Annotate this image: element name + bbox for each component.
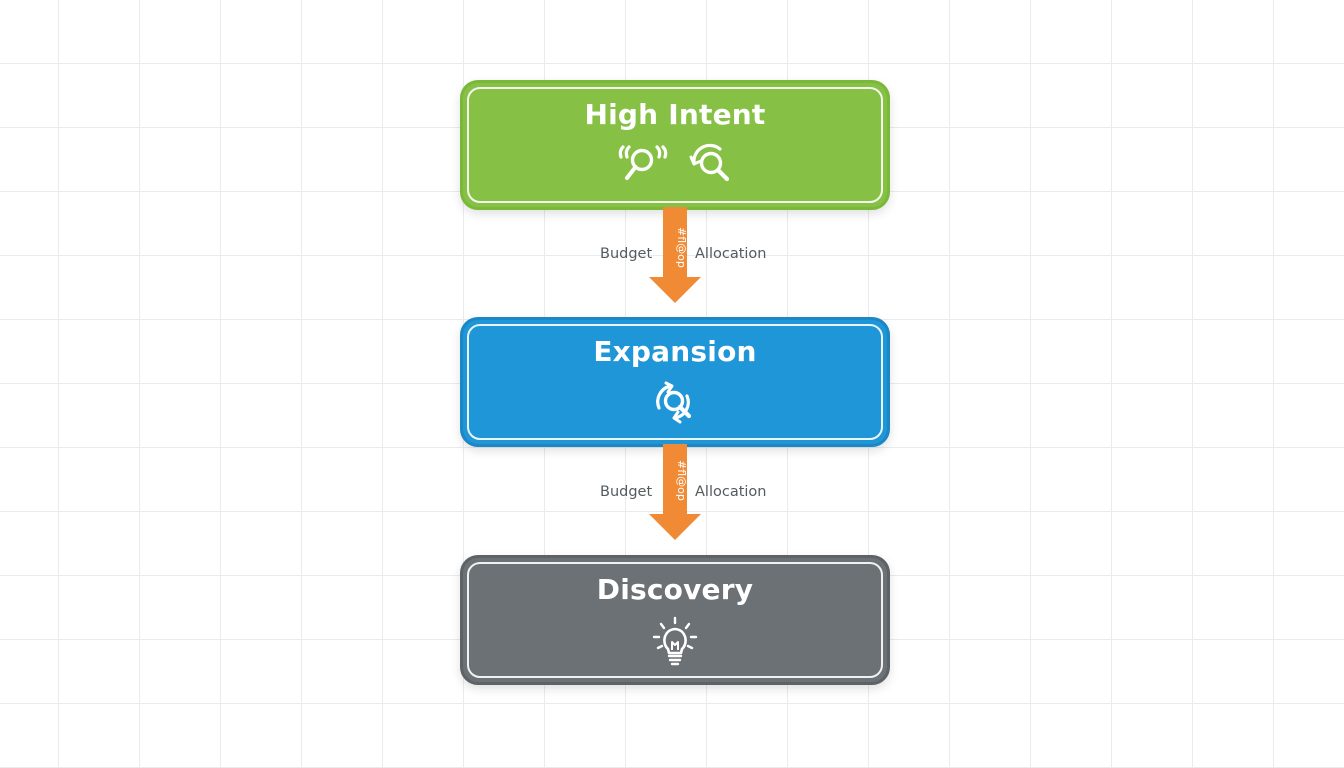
- refresh-search-icon: [649, 378, 701, 426]
- arrow-head: [649, 277, 701, 303]
- arrow-shaft: [663, 207, 687, 277]
- discovery-icons: [463, 616, 887, 666]
- budget-label: Budget: [600, 484, 653, 500]
- budget-arrow-1: #fl@op: [649, 207, 701, 303]
- high-intent-title: High Intent: [584, 98, 766, 131]
- high-intent-icons: [463, 141, 887, 185]
- arrow-head: [649, 514, 701, 540]
- expansion-title: Expansion: [593, 335, 757, 368]
- arrow-shaft-text: #fl@op: [675, 460, 688, 501]
- refresh-search-icon: [687, 141, 735, 185]
- arrow-shaft: [663, 444, 687, 514]
- expansion-icons: [463, 378, 887, 426]
- allocation-label: Allocation: [695, 246, 767, 262]
- discovery-box: Discovery: [460, 555, 890, 685]
- high-intent-box: High Intent: [460, 80, 890, 210]
- discovery-title: Discovery: [596, 573, 754, 606]
- allocation-label: Allocation: [695, 484, 767, 500]
- expansion-box: Expansion: [460, 317, 890, 447]
- budget-arrow-2: #fl@op: [649, 444, 701, 540]
- lightbulb-icon: [650, 616, 700, 666]
- budget-label: Budget: [600, 246, 653, 262]
- quote-search-icon: [615, 141, 671, 185]
- arrow-shaft-text: #fl@op: [675, 227, 688, 268]
